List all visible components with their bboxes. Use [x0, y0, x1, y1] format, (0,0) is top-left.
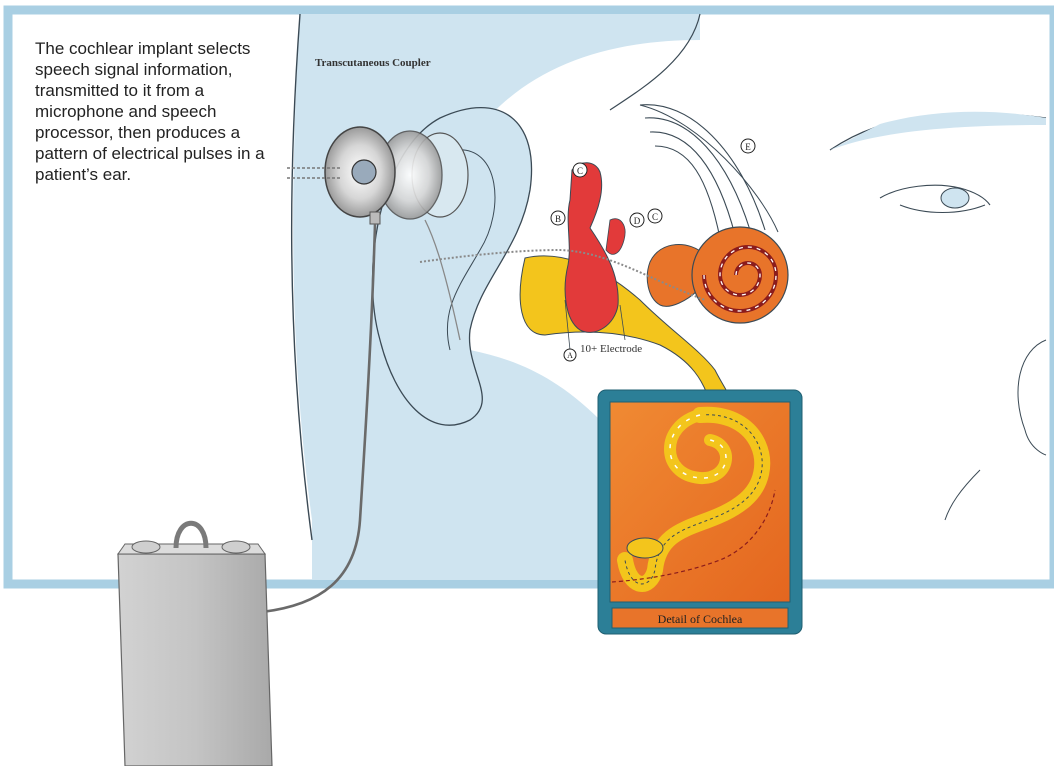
eye-iris: [941, 188, 969, 208]
cochlea-detail-inset: [598, 390, 802, 634]
svg-text:E: E: [745, 142, 751, 152]
electrode-label: 10+ Electrode: [580, 343, 642, 355]
marker-d: D: [630, 213, 644, 227]
transcutaneous-coupler-label: Transcutaneous Coupler: [315, 57, 431, 69]
marker-b: B: [551, 211, 565, 225]
speech-processor: [118, 523, 272, 766]
svg-text:B: B: [555, 214, 561, 224]
detail-label: Detail of Cochlea: [658, 612, 743, 626]
svg-text:C: C: [652, 212, 658, 222]
svg-text:C: C: [577, 166, 583, 176]
cochlea-spiral: [692, 227, 788, 323]
caption-text: The cochlear implant selects speech sign…: [35, 38, 275, 185]
marker-c-top: C: [573, 163, 587, 177]
marker-a: A: [564, 349, 576, 361]
svg-text:A: A: [567, 351, 573, 360]
marker-c-right: C: [648, 209, 662, 223]
marker-e: E: [741, 139, 755, 153]
svg-text:D: D: [634, 216, 641, 226]
